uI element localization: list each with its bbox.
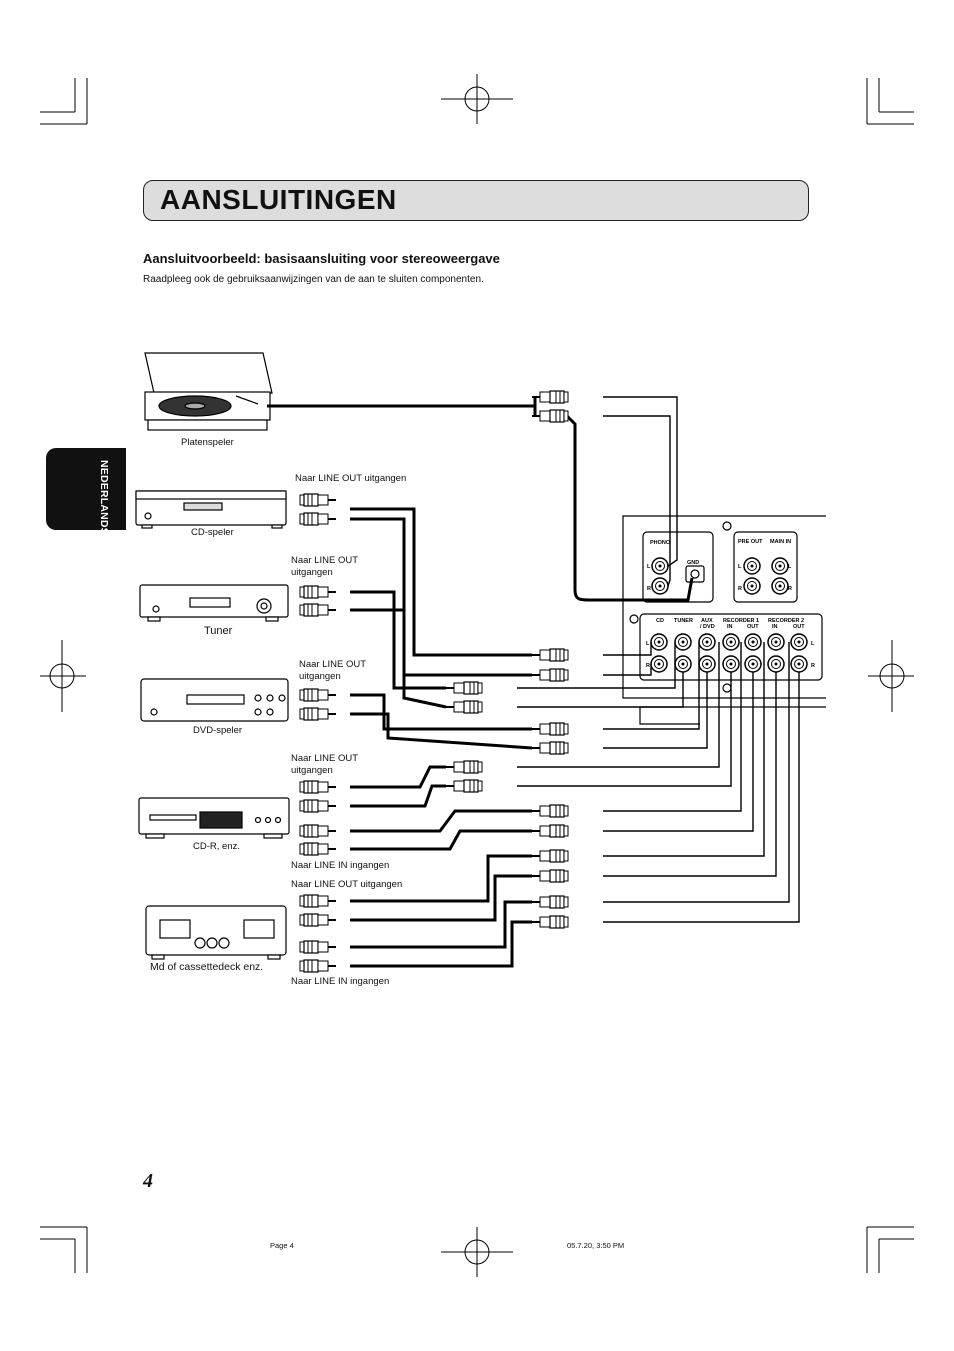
footer-date: 05.7.20, 3:50 PM bbox=[567, 1241, 625, 1250]
amplifier-rear-panel bbox=[622, 515, 826, 725]
tuner-input-label: TUNER bbox=[674, 618, 693, 624]
rec1-out-label: OUT bbox=[747, 624, 759, 630]
language-tab-label: NEDERLANDS bbox=[98, 460, 110, 535]
cdr-line-out-label-1: Naar LINE OUT bbox=[291, 753, 359, 764]
aux-input-label: AUX bbox=[701, 618, 713, 624]
rec2-in-label: IN bbox=[772, 624, 778, 630]
dvd-line-out-label-1: Naar LINE OUT bbox=[299, 659, 367, 670]
tuner-line-out-label-2: uitgangen bbox=[291, 567, 333, 578]
thin-signal-lines bbox=[517, 396, 800, 923]
section-heading: Aansluitvoorbeeld: basisaansluiting voor… bbox=[143, 251, 500, 266]
md-line-out-label: Naar LINE OUT uitgangen bbox=[291, 879, 403, 890]
tuner-illustration bbox=[139, 584, 289, 622]
title-banner: AANSLUITINGEN bbox=[143, 180, 809, 221]
input-l-label-right: L bbox=[811, 641, 815, 647]
pre-out-label: PRE OUT bbox=[738, 539, 763, 545]
phono-label: PHONO bbox=[650, 540, 671, 546]
dvd-line-out-label-2: uitgangen bbox=[299, 671, 341, 682]
cdr-label: CD-R, enz. bbox=[193, 841, 240, 852]
gnd-label: GND bbox=[687, 560, 699, 566]
tuner-label: Tuner bbox=[204, 625, 233, 637]
md-line-in-label: Naar LINE IN ingangen bbox=[291, 976, 390, 987]
main-in-label: MAIN IN bbox=[770, 539, 791, 545]
cd-player-illustration bbox=[135, 490, 287, 529]
cd-player-label: CD-speler bbox=[191, 527, 234, 538]
page-title: AANSLUITINGEN bbox=[160, 184, 397, 215]
input-r-label-right: R bbox=[811, 663, 815, 669]
input-l-label: L bbox=[646, 641, 650, 647]
cdr-line-out-label-2: uitgangen bbox=[291, 765, 333, 776]
mainin-r-label: R bbox=[788, 586, 792, 592]
cables bbox=[267, 397, 694, 968]
recorder1-label: RECORDER 1 bbox=[723, 618, 759, 624]
amp-panel-labels: PHONO GND PRE OUT MAIN IN CD TUNER AUX /… bbox=[646, 539, 815, 669]
mainin-l-label: L bbox=[788, 564, 792, 570]
cd-line-out-label: Naar LINE OUT uitgangen bbox=[295, 473, 407, 484]
dvd-player-illustration bbox=[140, 678, 289, 722]
cassette-deck-illustration bbox=[145, 905, 287, 960]
phono-l-label: L bbox=[647, 564, 651, 570]
turntable-label: Platenspeler bbox=[181, 437, 234, 448]
phono-r-label: R bbox=[647, 586, 651, 592]
recorder2-label: RECORDER 2 bbox=[768, 618, 804, 624]
input-r-label: R bbox=[646, 663, 650, 669]
preout-l-label: L bbox=[738, 564, 742, 570]
cd-input-label: CD bbox=[656, 618, 664, 624]
dvd-player-label: DVD-speler bbox=[193, 725, 243, 736]
rec2-out-label: OUT bbox=[793, 624, 805, 630]
turntable-illustration bbox=[144, 352, 273, 431]
intro-text: Raadpleeg ook de gebruiksaanwijzingen va… bbox=[143, 274, 484, 285]
md-cassette-label: Md of cassettedeck enz. bbox=[150, 961, 264, 973]
page-number: 4 bbox=[143, 1170, 153, 1192]
language-tab: NEDERLANDS bbox=[46, 448, 126, 535]
tuner-line-out-label-1: Naar LINE OUT bbox=[291, 555, 359, 566]
cdr-line-in-label: Naar LINE IN ingangen bbox=[291, 860, 390, 871]
preout-r-label: R bbox=[738, 586, 742, 592]
cdr-illustration bbox=[138, 797, 290, 839]
dvd-input-label: / DVD bbox=[700, 624, 715, 630]
rec1-in-label: IN bbox=[727, 624, 733, 630]
footer-page: Page 4 bbox=[270, 1241, 294, 1250]
